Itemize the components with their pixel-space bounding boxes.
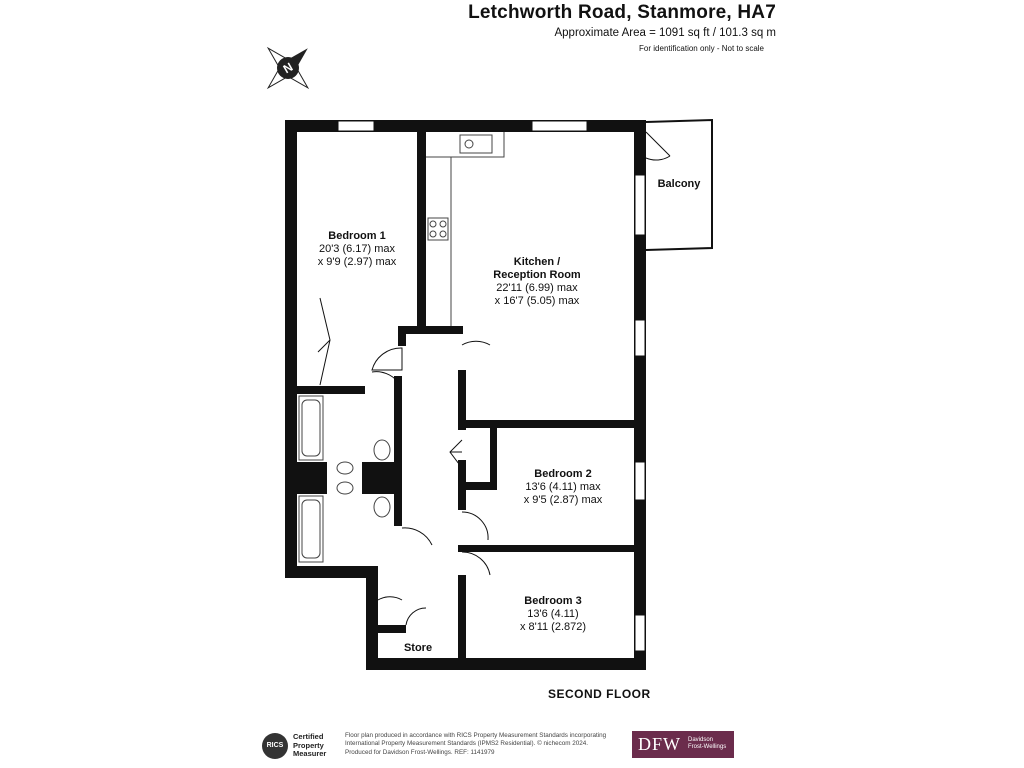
room-dim: x 9'5 (2.87) max bbox=[523, 494, 603, 506]
room-dim: x 8'11 (2.872) bbox=[519, 621, 587, 633]
room-dim: 13'6 (4.11) max bbox=[525, 481, 601, 493]
kitchen-fixtures bbox=[426, 132, 505, 326]
footer-disclaimer: Floor plan produced in accordance with R… bbox=[345, 732, 627, 757]
room-balcony: Balcony bbox=[650, 178, 708, 191]
room-dim: 22'11 (6.99) max bbox=[496, 282, 578, 294]
room-dim: 13'6 (4.11) bbox=[527, 608, 579, 620]
room-name: Bedroom 3 bbox=[524, 595, 582, 607]
rics-logo-icon: RICS bbox=[262, 733, 288, 759]
footer-line: Floor plan produced in accordance with R… bbox=[345, 732, 607, 739]
scale-note: For identification only - Not to scale bbox=[639, 44, 764, 53]
compass-icon: N bbox=[266, 46, 310, 90]
area-text: Approximate Area = 1091 sq ft / 101.3 sq… bbox=[554, 27, 776, 39]
agent-name: Davidson Frost-Wellings bbox=[688, 737, 726, 751]
room-name: Bedroom 2 bbox=[534, 468, 592, 480]
door-swings bbox=[317, 131, 671, 626]
agent-name-line: Frost-Wellings bbox=[688, 744, 727, 750]
room-name: Store bbox=[403, 642, 433, 654]
room-dim: 20'3 (6.17) max bbox=[318, 243, 396, 255]
footer-line: Produced for Davidson Frost-Wellings. RE… bbox=[345, 748, 495, 756]
walls bbox=[285, 120, 646, 670]
room-name: Reception Room bbox=[493, 269, 581, 281]
room-name: Bedroom 1 bbox=[328, 230, 386, 242]
floor-label: SECOND FLOOR bbox=[548, 687, 651, 701]
room-store: Store bbox=[390, 642, 446, 655]
room-bedroom-2: Bedroom 2 13'6 (4.11) max x 9'5 (2.87) m… bbox=[508, 468, 618, 507]
footer-line: International Property Measurement Stand… bbox=[345, 740, 588, 748]
bathroom-fixtures bbox=[298, 395, 391, 563]
rics-text: Certified Property Measurer bbox=[293, 732, 327, 759]
rics-line: Measurer bbox=[293, 749, 327, 759]
room-kitchen-reception: Kitchen / Reception Room 22'11 (6.99) ma… bbox=[478, 256, 596, 308]
windows bbox=[337, 120, 646, 652]
room-dim: x 9'9 (2.97) max bbox=[317, 256, 397, 268]
room-name: Balcony bbox=[657, 178, 701, 190]
page-title: Letchworth Road, Stanmore, HA7 bbox=[468, 2, 776, 23]
agent-logo: DFW Davidson Frost-Wellings bbox=[632, 731, 734, 758]
room-bedroom-1: Bedroom 1 20'3 (6.17) max x 9'9 (2.97) m… bbox=[308, 230, 406, 269]
rics-line: Property bbox=[293, 740, 324, 750]
room-bedroom-3: Bedroom 3 13'6 (4.11) x 8'11 (2.872) bbox=[498, 595, 608, 634]
rics-badge: RICS Certified Property Measurer bbox=[262, 732, 342, 759]
rics-line: Certified bbox=[293, 732, 324, 741]
balcony-outline bbox=[645, 118, 713, 251]
agent-mark: DFW bbox=[638, 734, 681, 754]
room-name: Kitchen / bbox=[513, 256, 561, 268]
room-dim: x 16'7 (5.05) max bbox=[494, 295, 580, 307]
agent-name-line: Davidson bbox=[688, 737, 714, 743]
